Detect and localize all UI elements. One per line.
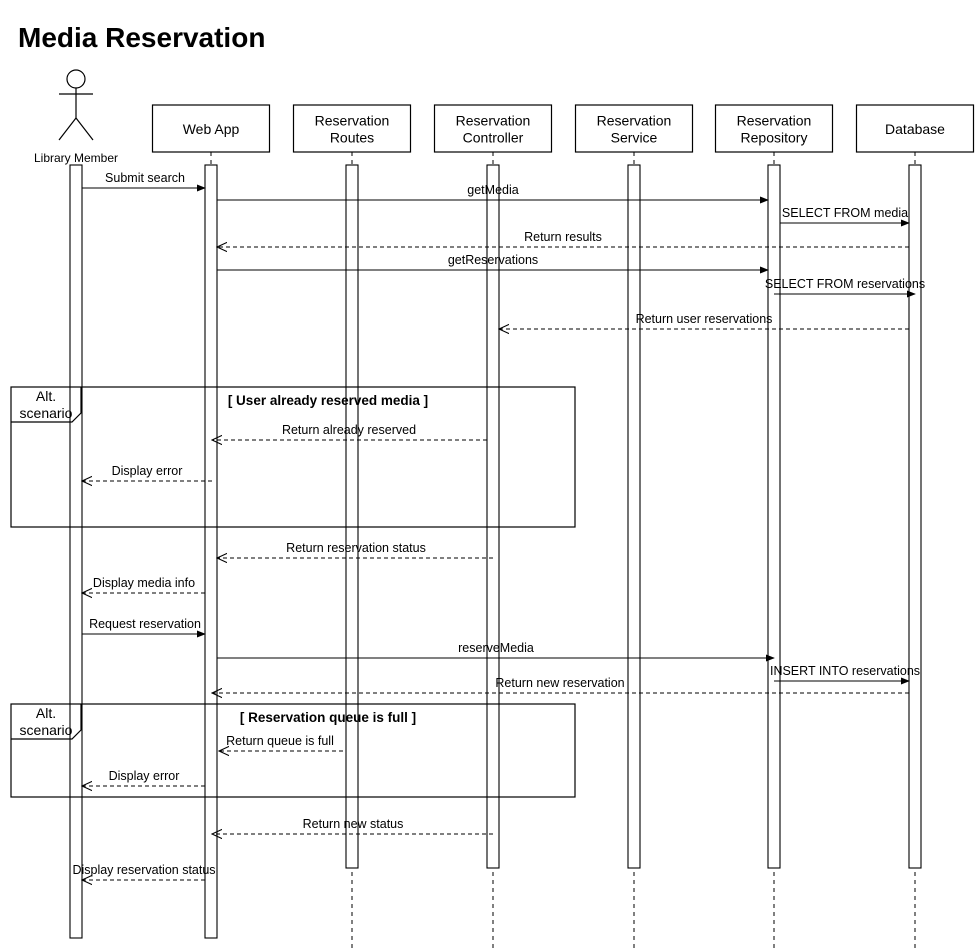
message-label: SELECT FROM reservations (765, 277, 925, 291)
message-return: Display reservation status (72, 863, 216, 880)
participant-box (855, 104, 975, 153)
message-return: Return results (217, 230, 909, 247)
participant-database: Database (855, 104, 975, 153)
message-label: INSERT INTO reservations (770, 664, 920, 678)
fragment-tag-label: scenario (20, 722, 73, 738)
message-return: Display error (82, 769, 205, 786)
participant-box (574, 104, 694, 153)
message-label: Return user reservations (636, 312, 773, 326)
activation-bar-service (627, 164, 641, 869)
activation-bar-webapp (204, 164, 218, 939)
message-call: SELECT FROM reservations (765, 277, 925, 298)
message-return: Display media info (82, 576, 205, 593)
message-label: Display media info (93, 576, 195, 590)
message-call: reserveMedia (217, 641, 775, 662)
message-return: Return reservation status (217, 541, 493, 558)
fragment-frame (10, 703, 576, 798)
activation-bar-repository (767, 164, 781, 869)
participant-box (433, 104, 553, 153)
alt-fragment: Alt.scenario [ User already reserved medi… (10, 386, 576, 528)
message-label: Submit search (105, 171, 185, 185)
message-call: getMedia (217, 183, 769, 204)
message-label: SELECT FROM media (782, 206, 908, 220)
fragment-tag (11, 387, 82, 423)
message-call: Submit search (82, 171, 206, 192)
fragment-tag-label: Alt. (36, 705, 56, 721)
message-return: Return new status (212, 817, 493, 834)
message-call: SELECT FROM media (780, 206, 910, 227)
message-return: Return queue is full (219, 734, 343, 751)
participant-box (714, 104, 834, 153)
message-call: Request reservation (82, 617, 206, 638)
participant-label: Repository (741, 130, 808, 146)
actor-library-member: Library Member (34, 69, 118, 165)
participant-label: Routes (330, 130, 374, 146)
message-label: Return reservation status (286, 541, 426, 555)
participant-label: Database (885, 121, 945, 137)
message-label: Return queue is full (226, 734, 334, 748)
message-return: Return already reserved (212, 423, 487, 440)
message-label: Return results (524, 230, 602, 244)
fragment-condition: [ Reservation queue is full ] (240, 710, 416, 725)
message-label: Return new status (303, 817, 404, 831)
message-label: Return already reserved (282, 423, 416, 437)
participant-label: Service (611, 130, 658, 146)
participant-box (292, 104, 412, 153)
fragment-tag (11, 704, 82, 740)
message-label: Display error (109, 769, 180, 783)
message-label: Display reservation status (72, 863, 215, 877)
participant-webapp: Web App (151, 104, 271, 153)
participant-label: Reservation (597, 113, 672, 129)
participant-label: Web App (183, 121, 240, 137)
alt-fragment: Alt.scenario [ Reservation queue is full … (10, 703, 576, 798)
activation-bar-database (908, 164, 922, 869)
fragment-tag-label: scenario (20, 405, 73, 421)
fragment-frame (10, 386, 576, 528)
participant-box (151, 104, 271, 153)
fragment-condition: [ User already reserved media ] (228, 393, 428, 408)
participant-label: Reservation (315, 113, 390, 129)
message-label: Return new reservation (495, 676, 624, 690)
message-return: Return new reservation (212, 676, 909, 693)
actor-label: Library Member (34, 151, 118, 165)
participant-label: Reservation (456, 113, 531, 129)
message-call: INSERT INTO reservations (770, 664, 920, 685)
message-label: getMedia (467, 183, 518, 197)
diagram-title: Media Reservation (18, 22, 266, 53)
participant-label: Reservation (737, 113, 812, 129)
activation-bar-controller (486, 164, 500, 869)
message-return: Return user reservations (499, 312, 909, 329)
activation-bar-routes (345, 164, 359, 869)
message-label: Request reservation (89, 617, 201, 631)
message-label: Display error (112, 464, 183, 478)
activation-bar-member (69, 164, 83, 939)
message-label: reserveMedia (458, 641, 534, 655)
message-return: Display error (82, 464, 212, 481)
message-label: getReservations (448, 253, 538, 267)
participant-label: Controller (463, 130, 524, 146)
fragment-tag-label: Alt. (36, 388, 56, 404)
message-call: getReservations (217, 253, 769, 274)
